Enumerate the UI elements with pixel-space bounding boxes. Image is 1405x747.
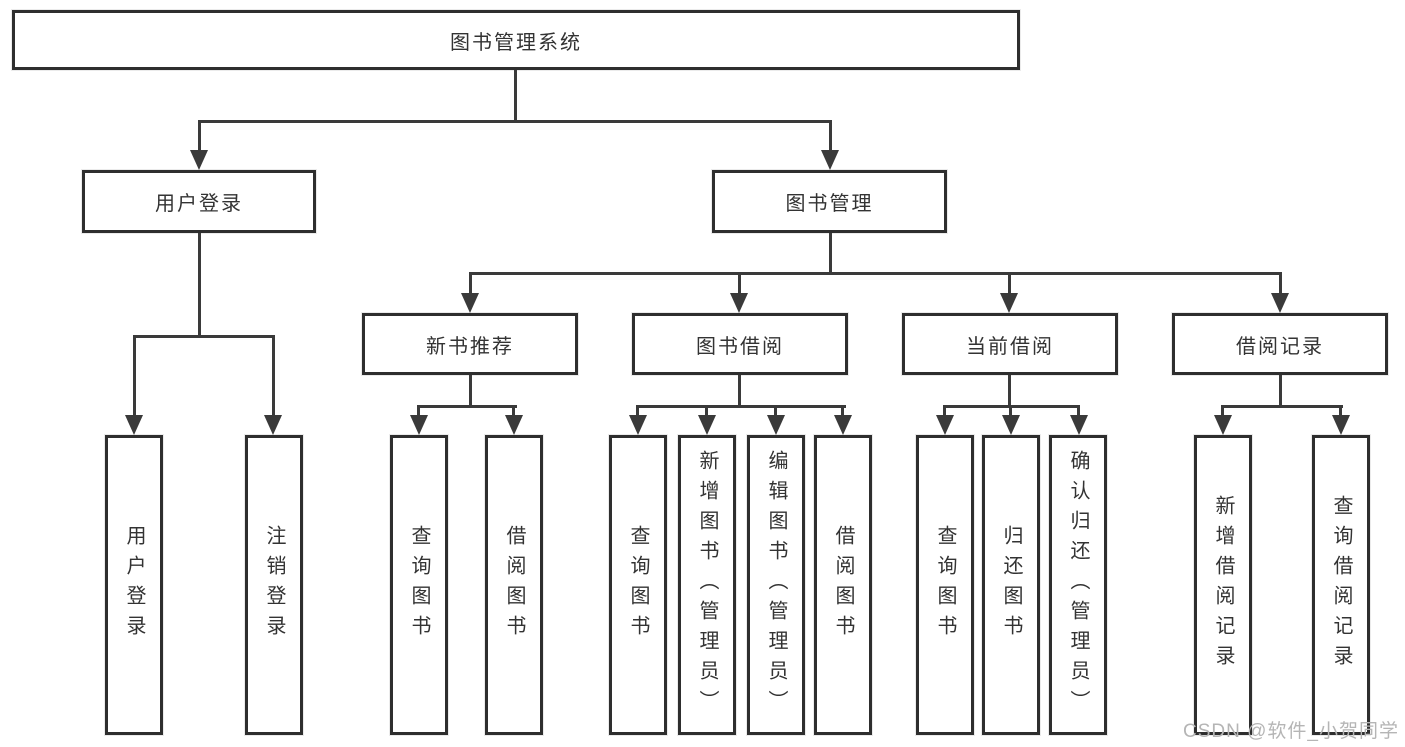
arrowhead-down-icon	[461, 293, 479, 313]
arrowhead-down-icon	[264, 415, 282, 435]
edge-drop-leaf	[1077, 405, 1080, 419]
arrowhead-down-icon	[1332, 415, 1350, 435]
leaf-label: 查询图书	[934, 525, 956, 645]
leaf-label: 新增图书（管理员）	[696, 450, 718, 720]
edge-drop-leaf	[774, 405, 777, 419]
edge-drop-leaf	[705, 405, 708, 419]
edge-book-mgmt-stub	[829, 233, 832, 275]
arrowhead-down-icon	[821, 150, 839, 170]
arrowhead-down-icon	[1214, 415, 1232, 435]
leaf-borrow-books-2: 借阅图书	[814, 435, 872, 735]
node-label: 用户登录	[155, 193, 243, 215]
edge-drop-new-books	[469, 272, 472, 295]
edge-drop-book-borrow	[738, 272, 741, 295]
edge-drop-user-login	[198, 120, 201, 152]
node-new-book-recommend: 新书推荐	[362, 313, 578, 375]
leaf-query-books-2: 查询图书	[609, 435, 667, 735]
leaf-query-books-3: 查询图书	[916, 435, 974, 735]
leaf-return-books: 归还图书	[982, 435, 1040, 735]
node-label: 图书借阅	[696, 335, 784, 358]
leaf-user-login: 用户登录	[105, 435, 163, 735]
arrowhead-down-icon	[505, 415, 523, 435]
edge-drop-leaf	[133, 335, 136, 417]
edge-stub	[1279, 375, 1282, 407]
arrowhead-down-icon	[1002, 415, 1020, 435]
edge-user-login-stub	[198, 233, 201, 335]
leaf-label: 注销登录	[263, 525, 285, 645]
arrowhead-down-icon	[698, 415, 716, 435]
edge-drop-leaf	[417, 405, 420, 419]
node-label: 图书管理系统	[450, 31, 582, 54]
edge-drop-leaf	[1339, 405, 1342, 419]
arrowhead-down-icon	[190, 150, 208, 170]
node-label: 借阅记录	[1236, 335, 1324, 358]
node-book-management: 图书管理	[712, 170, 947, 233]
leaf-label: 查询图书	[408, 525, 430, 645]
arrowhead-down-icon	[629, 415, 647, 435]
edge-drop-leaf	[272, 335, 275, 417]
node-label: 图书管理	[785, 193, 874, 215]
leaf-label: 归还图书	[1000, 525, 1022, 645]
leaf-label: 查询借阅记录	[1330, 495, 1352, 675]
edge-book-mgmt-bus	[469, 272, 1282, 275]
node-borrowing-records: 借阅记录	[1172, 313, 1388, 375]
arrowhead-down-icon	[1000, 293, 1018, 313]
arrowhead-down-icon	[1070, 415, 1088, 435]
node-book-borrowing: 图书借阅	[632, 313, 848, 375]
edge-bus	[636, 405, 846, 408]
leaf-borrow-books-1: 借阅图书	[485, 435, 543, 735]
edge-drop-leaf	[943, 405, 946, 419]
edge-drop-leaf	[841, 405, 844, 419]
node-library-system: 图书管理系统	[12, 10, 1020, 70]
arrowhead-down-icon	[1271, 293, 1289, 313]
node-user-login: 用户登录	[82, 170, 316, 233]
edge-user-login-bus	[133, 335, 275, 338]
arrowhead-down-icon	[125, 415, 143, 435]
node-label: 新书推荐	[426, 335, 514, 358]
leaf-confirm-return-admin: 确认归还（管理员）	[1049, 435, 1107, 735]
edge-stub	[1008, 375, 1011, 407]
leaf-label: 借阅图书	[503, 525, 525, 645]
leaf-query-books-1: 查询图书	[390, 435, 448, 735]
edge-drop-leaf	[1009, 405, 1012, 419]
arrowhead-down-icon	[767, 415, 785, 435]
edge-root-stub	[514, 70, 517, 120]
edge-drop-borrow-records	[1279, 272, 1282, 295]
edge-root-bus	[198, 120, 832, 123]
arrowhead-down-icon	[936, 415, 954, 435]
edge-stub	[469, 375, 472, 407]
leaf-logout: 注销登录	[245, 435, 303, 735]
arrowhead-down-icon	[834, 415, 852, 435]
arrowhead-down-icon	[730, 293, 748, 313]
node-current-borrowing: 当前借阅	[902, 313, 1118, 375]
leaf-label: 用户登录	[123, 525, 145, 645]
edge-drop-current-borrow	[1008, 272, 1011, 295]
leaf-label: 查询图书	[627, 525, 649, 645]
edge-bus	[417, 405, 517, 408]
leaf-label: 借阅图书	[832, 525, 854, 645]
edge-drop-book-mgmt	[829, 120, 832, 152]
edge-bus	[1221, 405, 1343, 408]
watermark-text: CSDN @软件_小贺同学	[1183, 721, 1399, 742]
node-label: 当前借阅	[966, 335, 1054, 358]
leaf-label: 编辑图书（管理员）	[765, 450, 787, 720]
leaf-label: 新增借阅记录	[1212, 495, 1234, 675]
leaf-edit-books-admin: 编辑图书（管理员）	[747, 435, 805, 735]
edge-drop-leaf	[512, 405, 515, 419]
edge-stub	[738, 375, 741, 407]
arrowhead-down-icon	[410, 415, 428, 435]
leaf-label: 确认归还（管理员）	[1067, 450, 1089, 720]
leaf-add-borrow-record: 新增借阅记录	[1194, 435, 1252, 735]
leaf-add-books-admin: 新增图书（管理员）	[678, 435, 736, 735]
edge-drop-leaf	[636, 405, 639, 419]
edge-drop-leaf	[1221, 405, 1224, 419]
leaf-query-borrow-record: 查询借阅记录	[1312, 435, 1370, 735]
